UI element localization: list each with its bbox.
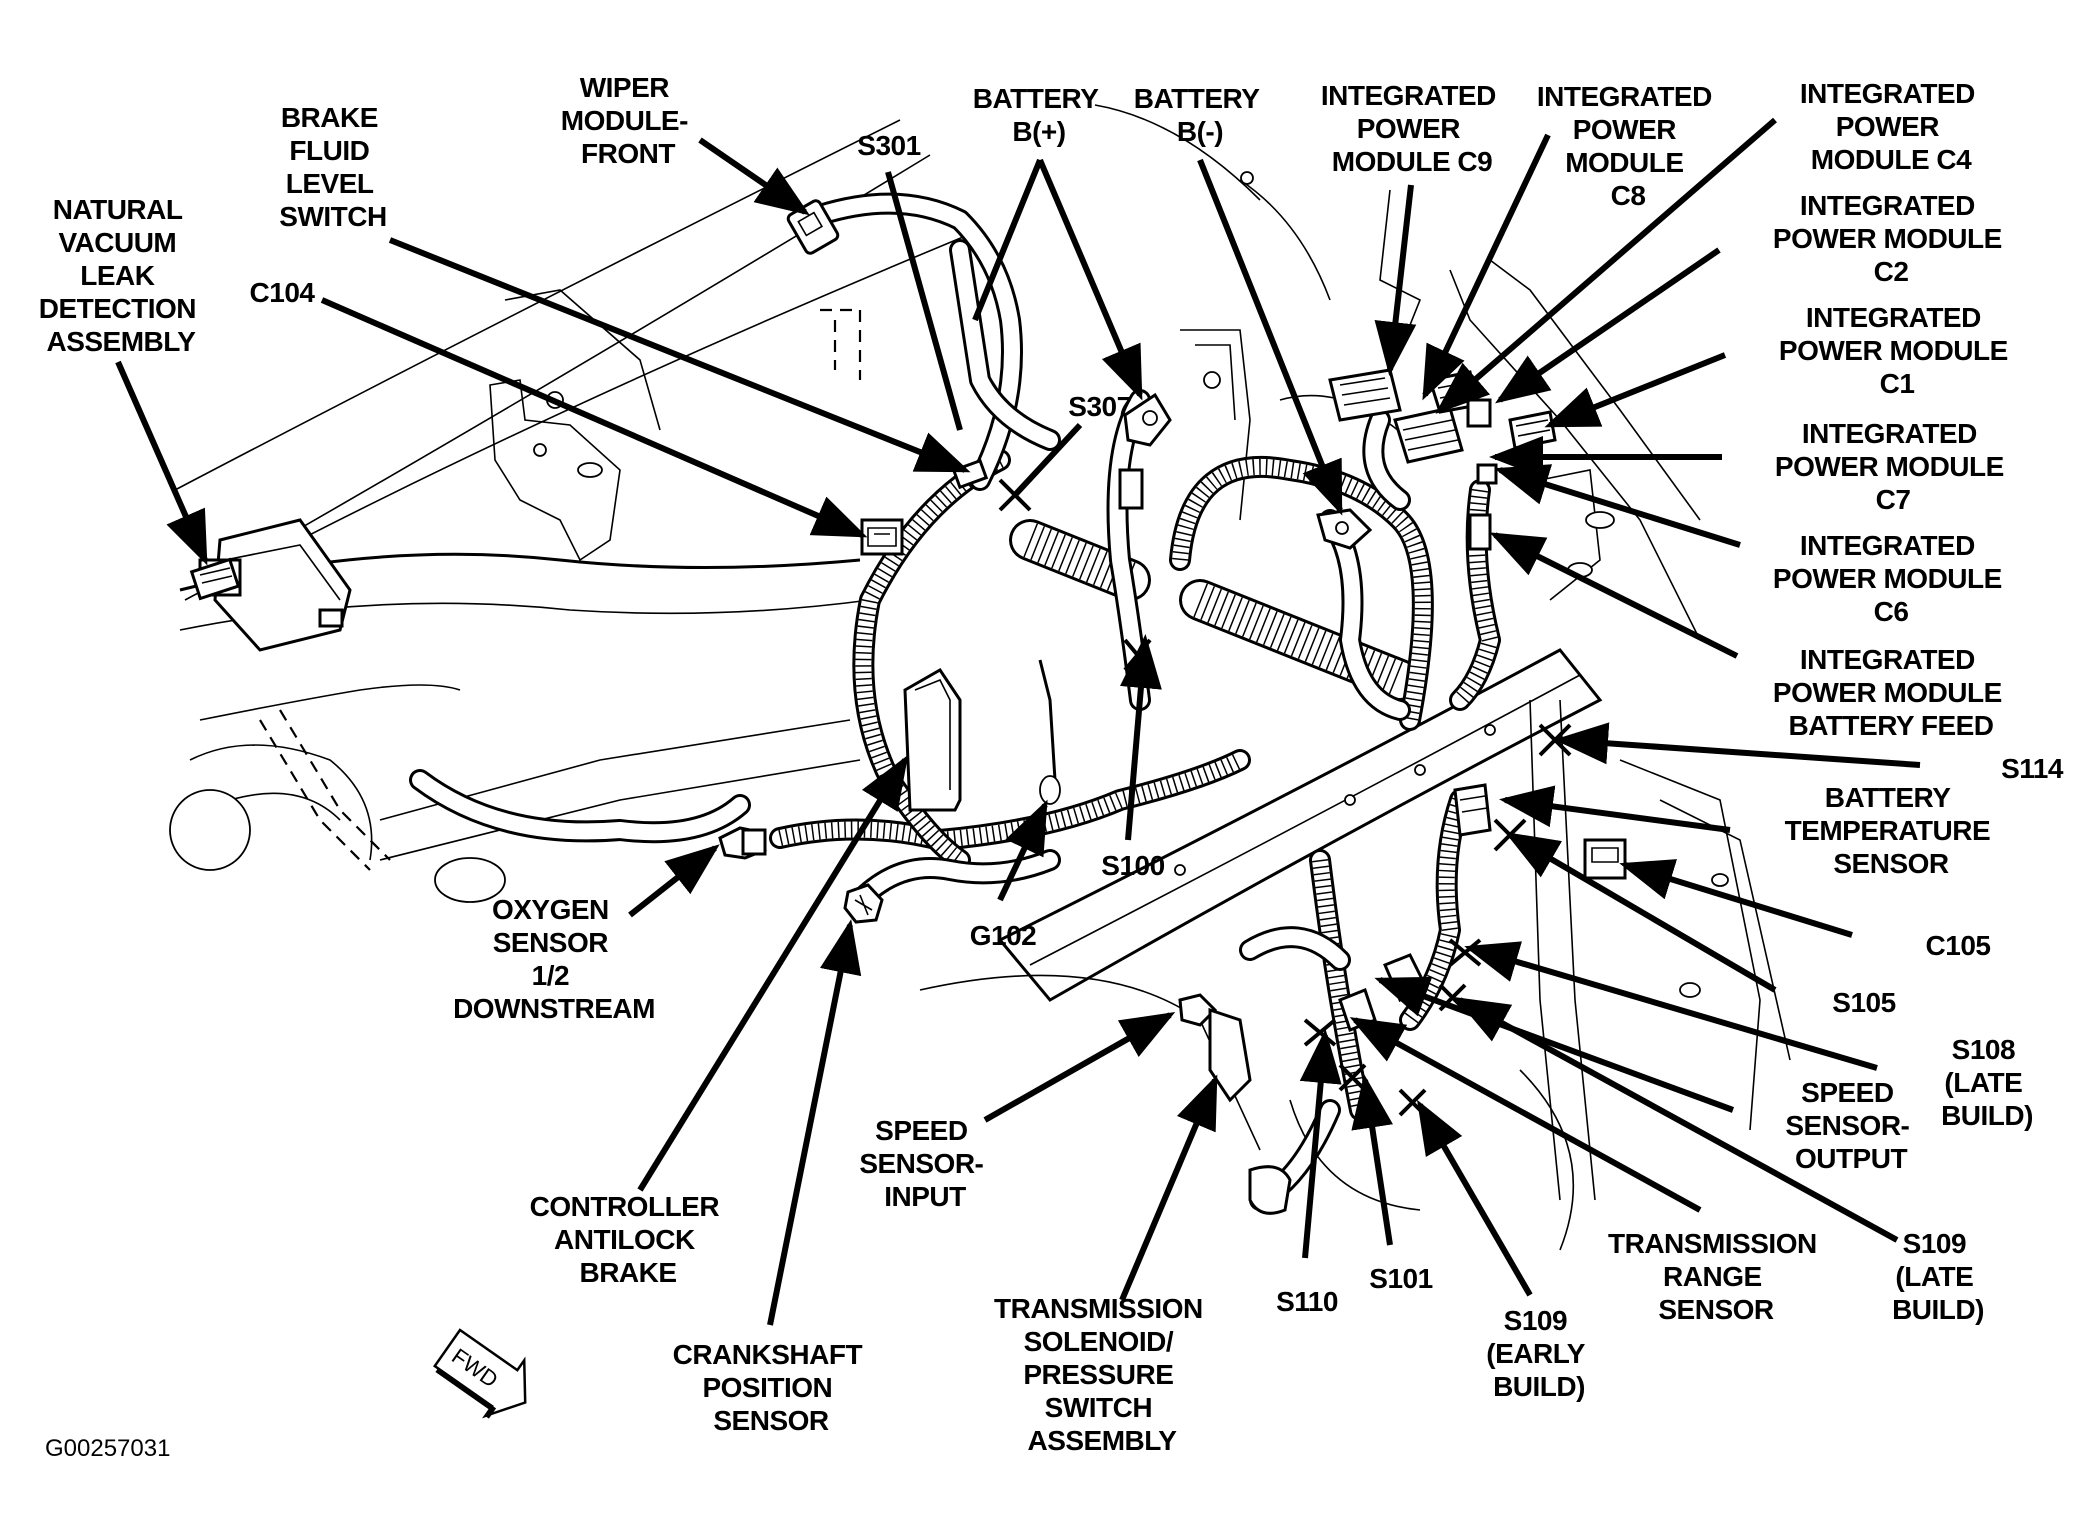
leader-s114 (1554, 722, 1921, 768)
leader-speed-sensor-input (983, 1012, 1176, 1123)
leader-s301 (885, 171, 963, 431)
leader-c104 (320, 297, 868, 538)
leader-ipm-c2 (1495, 247, 1721, 404)
label-natural-vacuum-leak-detection: NATURAL VACUUM LEAK DETECTION ASSEMBLY (39, 194, 204, 357)
leader-ipm-battery-feed (1489, 532, 1739, 659)
label-s100: S100 (1101, 850, 1164, 881)
leader-s110 (1299, 1029, 1342, 1259)
oxygen-sensor-connector (718, 826, 767, 860)
label-s301: S301 (857, 130, 920, 161)
leader-ipm-c1 (1544, 352, 1727, 428)
leader-s105 (1504, 831, 1777, 993)
leader-brake-fluid (388, 237, 971, 473)
label-s108-late-build: S108 (LATE BUILD) (1941, 1034, 2033, 1131)
label-crankshaft-position-sensor: CRANKSHAFT POSITION SENSOR (673, 1339, 870, 1436)
label-battery-positive: BATTERY B(+) (973, 83, 1105, 147)
abs-controller-module (903, 668, 962, 812)
label-ipm-c7: INTEGRATED POWER MODULE C7 (1775, 418, 2011, 515)
crankshaft-sensor-connector (843, 883, 884, 924)
label-ipm-battery-feed: INTEGRATED POWER MODULE BATTERY FEED (1773, 644, 2009, 741)
label-battery-negative: BATTERY B(-) (1134, 83, 1266, 147)
c105-connector (1583, 838, 1627, 880)
label-c105: C105 (1926, 930, 1991, 961)
label-g102: G102 (970, 920, 1037, 951)
leader-oxygen-sensor (628, 844, 720, 918)
c104-connector (860, 518, 904, 556)
label-ipm-c2: INTEGRATED POWER MODULE C2 (1773, 190, 2009, 287)
label-ipm-c9: INTEGRATED POWER MODULE C9 (1321, 80, 1503, 177)
leader-ipm-c6 (1494, 464, 1741, 548)
leader-ipm-c8 (1422, 133, 1551, 401)
callout-labels: NATURAL VACUUM LEAK DETECTION ASSEMBLY B… (39, 72, 2065, 1456)
label-transmission-solenoid-pressure-switch: TRANSMISSION SOLENOID/ PRESSURE SWITCH A… (994, 1293, 1210, 1456)
leader-s101 (1351, 1074, 1393, 1246)
label-s109-late-build: S109 (LATE BUILD) (1892, 1228, 1984, 1325)
label-ipm-c6: INTEGRATED POWER MODULE C6 (1773, 530, 2009, 627)
leader-s100 (1120, 634, 1162, 841)
vehicle-body-outline (169, 104, 1791, 1251)
leader-s109-late (1454, 997, 1899, 1243)
label-s307: S307 (1068, 391, 1131, 422)
leader-battery-positive (1037, 158, 1143, 401)
leader-c105 (1619, 859, 1853, 938)
label-ipm-c1: INTEGRATED POWER MODULE C1 (1779, 302, 2015, 399)
leader-wiper-module (698, 137, 810, 216)
figure-id: G00257031 (45, 1435, 170, 1462)
label-s105: S105 (1832, 987, 1895, 1018)
leader-speed-sensor-output (1374, 976, 1735, 1113)
label-transmission-range-sensor: TRANSMISSION RANGE SENSOR (1608, 1228, 1824, 1325)
label-c104: C104 (250, 277, 316, 308)
fwd-direction-marker: FWD (433, 1328, 527, 1419)
battery-temperature-sensor (1453, 783, 1492, 837)
label-s114: S114 (2001, 753, 2064, 784)
leader-s307 (1012, 422, 1083, 498)
leader-crankshaft-sensor (767, 919, 862, 1326)
speed-sensor-input-connector (1178, 993, 1252, 1103)
leader-s109-early (1416, 1099, 1533, 1297)
label-s110: S110 (1276, 1286, 1338, 1317)
nvld-connector (189, 557, 241, 601)
battery-positive-terminal (1118, 392, 1172, 510)
leader-lines (115, 117, 1921, 1326)
leader-battery-positive-2 (972, 158, 1043, 322)
leader-transmission-solenoid (1119, 1074, 1218, 1302)
label-ipm-c8: INTEGRATED POWER MODULE C8 (1537, 81, 1719, 211)
label-speed-sensor-output: SPEED SENSOR- OUTPUT (1785, 1077, 1916, 1174)
leader-ipm-c9 (1374, 184, 1417, 376)
label-s109-early-build: S109 (EARLY BUILD) (1486, 1305, 1591, 1402)
leader-transmission-range (1349, 1017, 1702, 1213)
label-speed-sensor-input: SPEED SENSOR- INPUT (859, 1115, 990, 1212)
battery-negative-terminal (1316, 508, 1373, 550)
g102-ring-terminal (1039, 775, 1061, 805)
leader-nvld (115, 360, 208, 566)
leader-abs-controller (637, 754, 909, 1192)
label-battery-temperature-sensor: BATTERY TEMPERATURE SENSOR (1785, 782, 1998, 879)
label-controller-antilock-brake: CONTROLLER ANTILOCK BRAKE (530, 1191, 727, 1288)
leader-g102 (997, 799, 1048, 902)
label-ipm-c4: INTEGRATED POWER MODULE C4 (1800, 78, 1982, 175)
label-oxygen-sensor-downstream: OXYGEN SENSOR 1/2 DOWNSTREAM (453, 894, 655, 1024)
leader-battery-temp-sensor (1499, 785, 1731, 833)
label-brake-fluid-level-switch: BRAKE FLUID LEVEL SWITCH (279, 102, 386, 232)
leader-battery-negative (1197, 158, 1343, 516)
label-s101: S101 (1369, 1263, 1432, 1294)
leader-s108-late (1464, 941, 1878, 1071)
label-wiper-module-front: WIPER MODULE- FRONT (561, 72, 695, 169)
